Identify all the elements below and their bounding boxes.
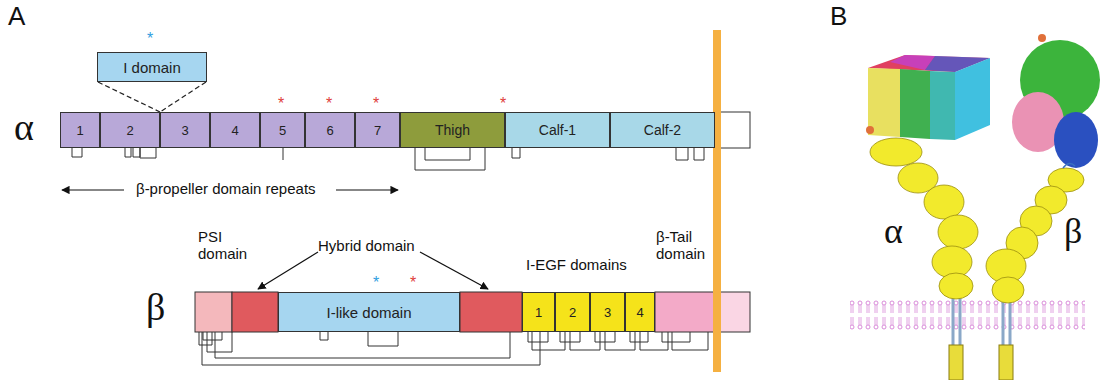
domain-label: 2 <box>569 305 576 320</box>
span-label: β-propeller domain repeats <box>136 181 316 198</box>
repeat-box: 3 <box>160 112 210 148</box>
chain-symbol: α <box>14 107 34 149</box>
repeat-box: 4 <box>210 112 260 148</box>
tail-domain-box <box>655 292 715 332</box>
span-arrow <box>62 189 124 190</box>
panel-letter: A <box>8 2 25 31</box>
panel-letter: B <box>830 2 847 31</box>
calf-box: Calf-2 <box>610 112 715 148</box>
chain-symbol: α <box>884 212 903 252</box>
psi-box <box>195 292 232 332</box>
disulfide-bracket <box>199 332 708 365</box>
domain-label: Calf-2 <box>644 122 681 138</box>
domain-label: 1 <box>535 305 542 320</box>
repeat-box: 5 <box>260 112 305 148</box>
chain-symbol: β <box>1064 212 1082 252</box>
domain-label: I domain <box>123 59 181 76</box>
insertion-line <box>160 82 206 112</box>
site-mark: * <box>410 274 416 292</box>
pointer-arrow <box>420 252 488 289</box>
repeat-box: 1 <box>60 112 100 148</box>
repeat-box: 6 <box>305 112 355 148</box>
membrane-bar <box>713 30 721 372</box>
site-mark: * <box>373 274 379 292</box>
site-mark: * <box>326 95 332 113</box>
calf-box: Calf-1 <box>505 112 610 148</box>
span-arrow <box>336 189 398 190</box>
egf-box: 1 <box>522 292 555 332</box>
domain-caption: β-Tail domain <box>656 229 718 262</box>
domain-label: 6 <box>326 123 333 138</box>
i-domain-box: I domain <box>97 52 207 82</box>
site-mark: * <box>147 30 153 48</box>
egf-box: 4 <box>625 292 655 332</box>
domain-label: 2 <box>126 123 133 138</box>
pointer-arrow <box>258 252 318 289</box>
thigh-box: Thigh <box>400 112 505 148</box>
domain-label: Calf-1 <box>539 122 576 138</box>
domain-label: 3 <box>604 305 611 320</box>
domain-label: 1 <box>76 123 83 138</box>
domain-label: 7 <box>374 123 381 138</box>
domain-label: I-like domain <box>326 304 411 321</box>
domain-caption: PSI domain <box>198 229 252 262</box>
disulfide-bracket <box>72 148 704 170</box>
domain-label: 4 <box>636 305 643 320</box>
site-mark: * <box>500 95 506 113</box>
insertion-line <box>98 82 160 112</box>
egf-box: 2 <box>555 292 590 332</box>
hybrid-box <box>232 292 278 332</box>
domain-caption: I-EGF domains <box>526 257 627 274</box>
i-like-box: I-like domain <box>278 292 460 332</box>
hybrid-box <box>460 292 522 332</box>
site-mark: * <box>278 95 284 113</box>
repeat-box: 2 <box>100 112 160 148</box>
site-mark: * <box>373 95 379 113</box>
domain-label: 4 <box>231 123 238 138</box>
egf-box: 3 <box>590 292 625 332</box>
domain-caption: Hybrid domain <box>318 238 415 255</box>
domain-label: 5 <box>279 123 286 138</box>
repeat-box: 7 <box>355 112 400 148</box>
chain-symbol: β <box>146 287 165 329</box>
domain-label: Thigh <box>435 122 470 138</box>
domain-label: 3 <box>181 123 188 138</box>
integrin-model <box>850 34 1100 380</box>
